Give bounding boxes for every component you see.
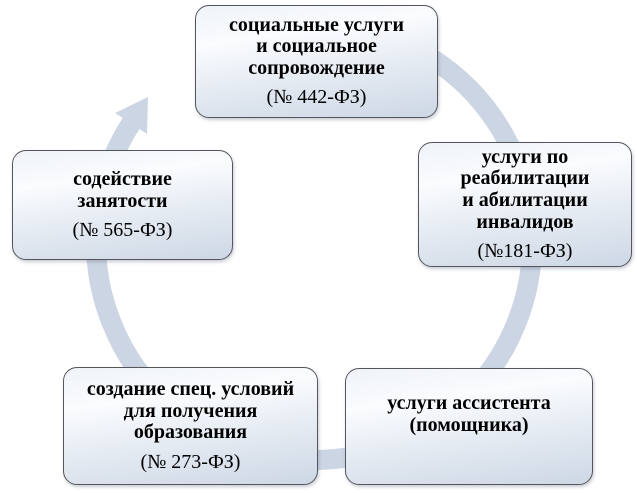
node-employment-assistance: содействие занятости (№ 565-ФЗ) (12, 150, 233, 260)
cycle-arrow-head-icon (115, 97, 148, 134)
node-special-education-conditions: создание спец. условий для получения обр… (63, 367, 318, 485)
node-law-number: (№ 565-ФЗ) (72, 219, 173, 242)
node-title: содействие занятости (73, 167, 172, 212)
node-law-number: (№ 273-ФЗ) (140, 450, 241, 473)
node-law-number: (№ 442-ФЗ) (266, 86, 367, 109)
node-rehabilitation: услуги по реабилитации и абилитации инва… (418, 142, 632, 267)
node-title: услуги ассистента (помощника) (387, 391, 551, 436)
node-title: услуги по реабилитации и абилитации инва… (460, 145, 590, 233)
node-social-services: социальные услуги и социальное сопровожд… (195, 5, 438, 118)
node-title: социальные услуги и социальное сопровожд… (229, 13, 404, 79)
node-law-number: (№181-ФЗ) (477, 240, 573, 263)
node-assistant-services: услуги ассистента (помощника) (345, 368, 593, 485)
node-title: создание спец. условий для получения обр… (86, 378, 295, 444)
